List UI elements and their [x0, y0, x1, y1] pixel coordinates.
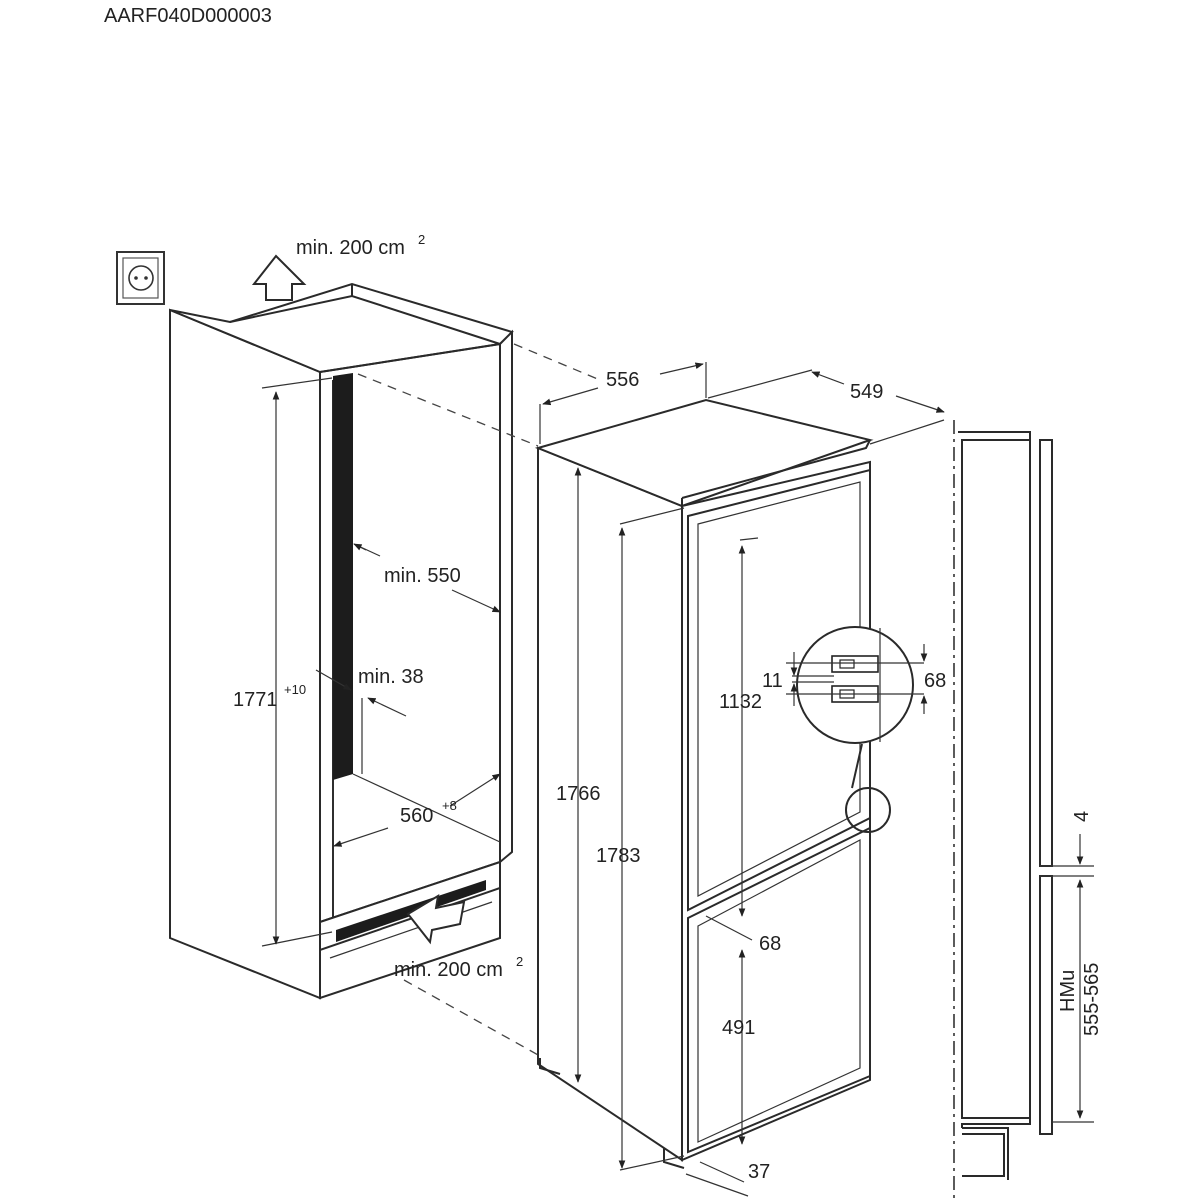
power-socket-icon	[116, 251, 165, 305]
side-elevation	[953, 420, 1094, 1200]
vent-top-label-sup: 2	[418, 232, 425, 247]
upper-door-label: 1132	[719, 691, 762, 713]
hinge-spacing-label: 68	[924, 670, 946, 692]
dim-upper-door	[738, 537, 759, 917]
dim-door-gap	[705, 915, 753, 941]
gap-small-label: 4	[1071, 811, 1093, 822]
dim-niche-depth	[353, 543, 501, 613]
vent-top-label: min. 200 cm	[296, 237, 405, 259]
appliance-height-inner-label: 1766	[556, 783, 601, 805]
hmu-label: HMu	[1057, 970, 1079, 1012]
hinge-detail	[786, 626, 928, 833]
dim-appliance-depth	[707, 369, 945, 445]
appliance-depth-label: 549	[850, 381, 883, 403]
lower-door-label: 491	[722, 1017, 755, 1039]
hinge-gap-label: 11	[762, 670, 783, 692]
vent-bottom-label-sup: 2	[516, 954, 523, 969]
niche-depth-label: min. 550	[384, 565, 461, 587]
projection-lines	[357, 343, 601, 1057]
niche-width-tol: +8	[442, 798, 457, 813]
dim-niche-width	[333, 773, 501, 847]
dim-appliance-width	[539, 362, 707, 444]
appliance-width-label: 556	[606, 369, 639, 391]
dim-appliance-height-outer	[618, 507, 685, 1171]
side-gap-label: min. 38	[358, 666, 424, 688]
dim-side-gap	[315, 669, 407, 774]
vent-arrow-in-icon	[406, 894, 466, 945]
niche-height-tol: +10	[284, 682, 306, 697]
bottom-offset-label: 37	[748, 1161, 770, 1183]
hmu-range-label: 555-565	[1081, 963, 1103, 1036]
door-gap-label: 68	[759, 933, 781, 955]
niche-height-label: 1771	[233, 689, 278, 711]
niche-cabinet	[169, 282, 514, 1000]
niche-width-label: 560	[400, 805, 433, 827]
dim-bottom-offset	[685, 1161, 749, 1197]
vent-bottom-label: min. 200 cm	[394, 959, 503, 981]
vent-arrow-up-icon	[251, 254, 307, 301]
dim-niche-height	[261, 377, 333, 947]
appliance-height-outer-label: 1783	[596, 845, 641, 867]
diagram-code: AARF040D000003	[104, 5, 272, 27]
